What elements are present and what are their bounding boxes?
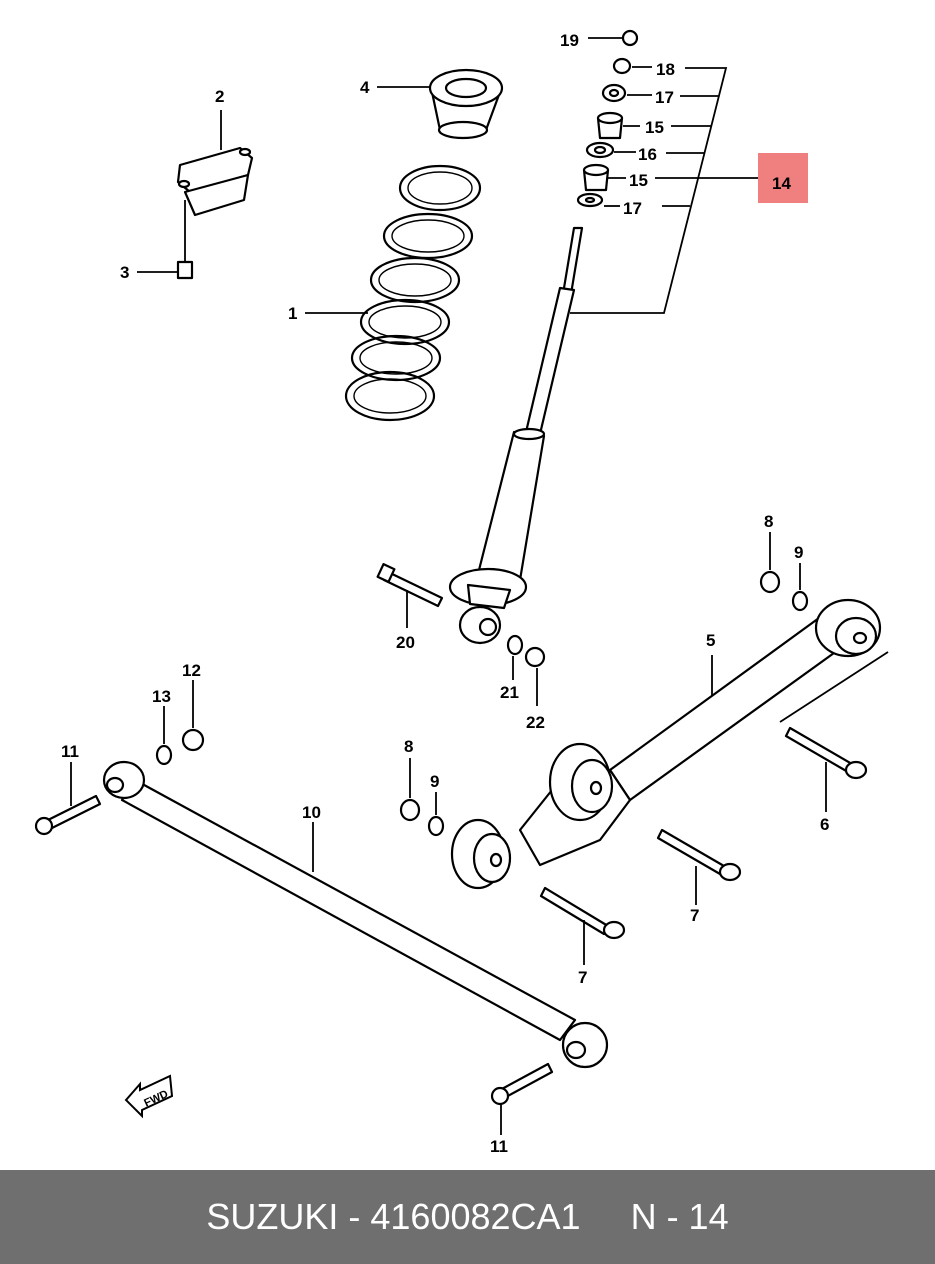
callout-19: 19 <box>560 31 579 50</box>
callout-11a: 11 <box>61 742 79 761</box>
part-1-coil-spring <box>344 164 482 422</box>
footer-text: SUZUKI - 4160082CA1 N - 14 <box>206 1196 729 1237</box>
part-4-spring-seat <box>428 68 504 140</box>
callout-20: 20 <box>396 633 415 652</box>
upper-mount-parts <box>576 29 639 208</box>
callout-17a: 17 <box>655 88 674 107</box>
fwd-arrow-icon: FWD <box>124 1074 174 1119</box>
part-8-nut-lower <box>399 798 421 822</box>
callout-22: 22 <box>526 713 545 732</box>
shock-absorber <box>448 226 584 645</box>
parts-diagram: FWD 1 2 3 4 5 6 7 7 8 8 9 9 10 11 11 12 … <box>34 29 889 1156</box>
callout-18: 18 <box>656 60 675 79</box>
callout-10: 10 <box>302 803 321 822</box>
callout-3: 3 <box>120 263 129 282</box>
callout-1: 1 <box>288 304 297 323</box>
callout-12: 12 <box>182 661 201 680</box>
callout-8b: 8 <box>404 737 413 756</box>
callout-7a: 7 <box>690 906 699 925</box>
callout-21: 21 <box>500 683 519 702</box>
part-3-bolt <box>176 200 194 280</box>
callout-2: 2 <box>215 87 224 106</box>
part-6-bolt <box>784 726 868 780</box>
callout-11b: 11 <box>490 1137 508 1156</box>
callout-17b: 17 <box>623 199 642 218</box>
part-11-bolt-left <box>34 794 102 836</box>
callout-9a: 9 <box>794 543 803 562</box>
callout-4: 4 <box>360 78 370 97</box>
callout-14-highlight <box>758 153 808 203</box>
part-8-nut-upper <box>759 570 781 594</box>
callout-15a: 15 <box>645 118 664 137</box>
footer-bar: SUZUKI - 4160082CA1 N - 14 <box>0 1170 935 1264</box>
part-5-trailing-arm <box>450 598 889 890</box>
callout-15b: 15 <box>629 171 648 190</box>
callout-7b: 7 <box>578 968 587 987</box>
part-21-washer <box>506 634 524 656</box>
part-22-nut <box>524 646 546 668</box>
callout-13: 13 <box>152 687 171 706</box>
part-7-bolt-b <box>539 886 626 940</box>
callout-9b: 9 <box>430 772 439 791</box>
part-7-bolt-a <box>656 828 742 882</box>
part-13-washer <box>155 744 173 766</box>
part-12-nut <box>181 728 205 752</box>
callout-6: 6 <box>820 815 829 834</box>
part-9-washer-lower <box>427 815 445 837</box>
part-11-bolt-bottom <box>490 1062 554 1106</box>
part-9-washer-upper <box>791 590 809 612</box>
part-20-bolt <box>376 563 444 608</box>
callout-16: 16 <box>638 145 657 164</box>
callout-14: 14 <box>772 174 791 193</box>
part-2-bracket <box>176 146 254 217</box>
part-10-lateral-rod <box>102 760 609 1069</box>
callout-5: 5 <box>706 631 715 650</box>
callout-8a: 8 <box>764 512 773 531</box>
